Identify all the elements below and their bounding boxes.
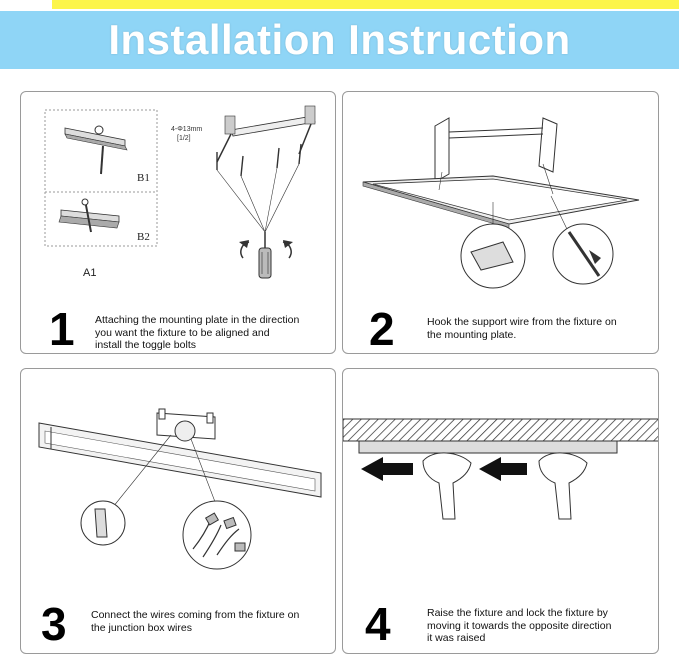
label-a1: A1: [83, 267, 97, 279]
step-3-diagram: [38, 408, 322, 570]
yellow-stripe: [52, 0, 679, 9]
mounting-bracket-icon: [434, 117, 558, 183]
dimension-sublabel: [1/2]: [177, 135, 191, 142]
fixture-frame-icon: [362, 175, 640, 229]
step-4-diagram: [343, 418, 658, 520]
step-4-number: 4: [365, 598, 391, 650]
step-2-text: Hook the support wire from the fixture o…: [427, 316, 617, 341]
hand-right-icon: [538, 452, 588, 520]
junction-box-icon: [156, 408, 216, 442]
step-2-diagram: [362, 117, 640, 289]
arrow-left-icon: [361, 457, 413, 481]
step-3-panel: 3 Connect the wires coming from the fixt…: [20, 368, 336, 654]
label-b1: B1: [137, 172, 150, 184]
toggle-bolt-b1-icon: [64, 125, 128, 175]
arrow-left-icon-2: [479, 457, 527, 481]
detail-circle-wires: [182, 500, 252, 570]
step-4-panel: 4 Raise the fixture and lock the fixture…: [342, 368, 659, 654]
step-1-number: 1: [49, 303, 75, 354]
fixture-bar-icon: [358, 440, 618, 454]
label-b2: B2: [137, 231, 150, 243]
step-1-text: Attaching the mounting plate in the dire…: [95, 314, 300, 351]
dimension-label: 4-Φ13mm: [171, 126, 203, 133]
step-3-number: 3: [41, 598, 67, 650]
light-fixture-icon: [38, 422, 322, 498]
step-4-text: Raise the fixture and lock the fixture b…: [427, 607, 612, 644]
title-banner: Installation Instruction: [0, 11, 679, 69]
step-2-number: 2: [369, 303, 395, 354]
page-title: Installation Instruction: [108, 16, 571, 63]
screwdriver-icon: [258, 232, 272, 279]
step-1-panel: B1 B2 A1 4-Φ13mm [1/2] 1 Attaching the m…: [20, 91, 336, 354]
step-2-panel: 2 Hook the support wire from the fixture…: [342, 91, 659, 354]
hand-left-icon: [422, 452, 472, 520]
ceiling-icon: [343, 418, 658, 442]
step-3-text: Connect the wires coming from the fixtur…: [91, 609, 300, 634]
toggle-bolt-b2-icon: [58, 198, 120, 233]
step-1-diagram: [44, 105, 316, 279]
